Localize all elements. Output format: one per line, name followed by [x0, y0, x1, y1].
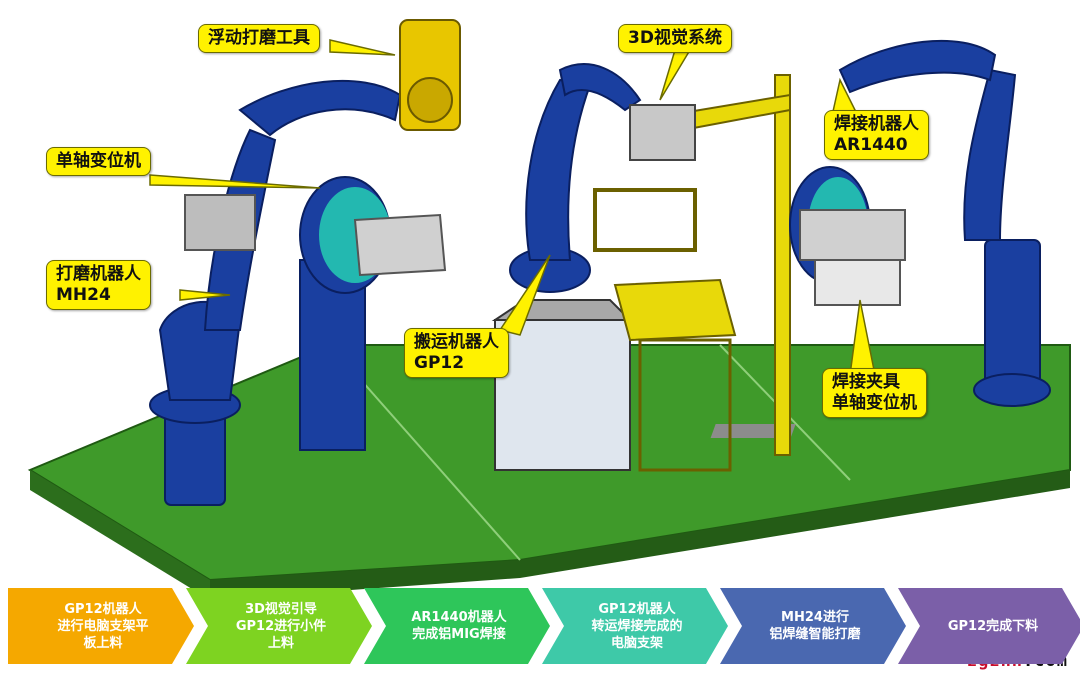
process-step-1: GP12机器人 进行电脑支架平 板上料 — [8, 588, 194, 664]
process-step-2: 3D视觉引导 GP12进行小件 上料 — [186, 588, 372, 664]
floating-grinding-tool — [399, 19, 461, 131]
workcell-illustration — [27, 19, 1071, 590]
vision-gantry — [593, 74, 791, 456]
process-step-3: AR1440机器人 完成铝MIG焊接 — [364, 588, 550, 664]
callout-floating-grinding-tool: 浮动打磨工具 — [198, 24, 320, 53]
handling-robot-gp12 — [509, 63, 642, 293]
process-step-4: GP12机器人 转运焊接完成的 电脑支架 — [542, 588, 728, 664]
process-step-5: MH24进行 铝焊缝智能打磨 — [720, 588, 906, 664]
callout-welding-fixture-positioner: 焊接夹具 单轴变位机 — [822, 368, 927, 418]
welding-fixture-positioner — [789, 166, 906, 306]
loading-station — [491, 278, 737, 472]
callout-grinding-robot-mh24: 打磨机器人 MH24 — [46, 260, 151, 310]
welding-robot-ar1440 — [838, 39, 1051, 407]
callout-handling-robot-gp12: 搬运机器人 GP12 — [404, 328, 509, 378]
callout-welding-robot-ar1440: 焊接机器人 AR1440 — [824, 110, 929, 160]
callout-3d-vision-system: 3D视觉系统 — [618, 24, 732, 53]
single-axis-positioner — [184, 176, 447, 451]
callout-single-axis-positioner: 单轴变位机 — [46, 147, 151, 176]
process-step-6: GP12完成下料 — [898, 588, 1080, 664]
